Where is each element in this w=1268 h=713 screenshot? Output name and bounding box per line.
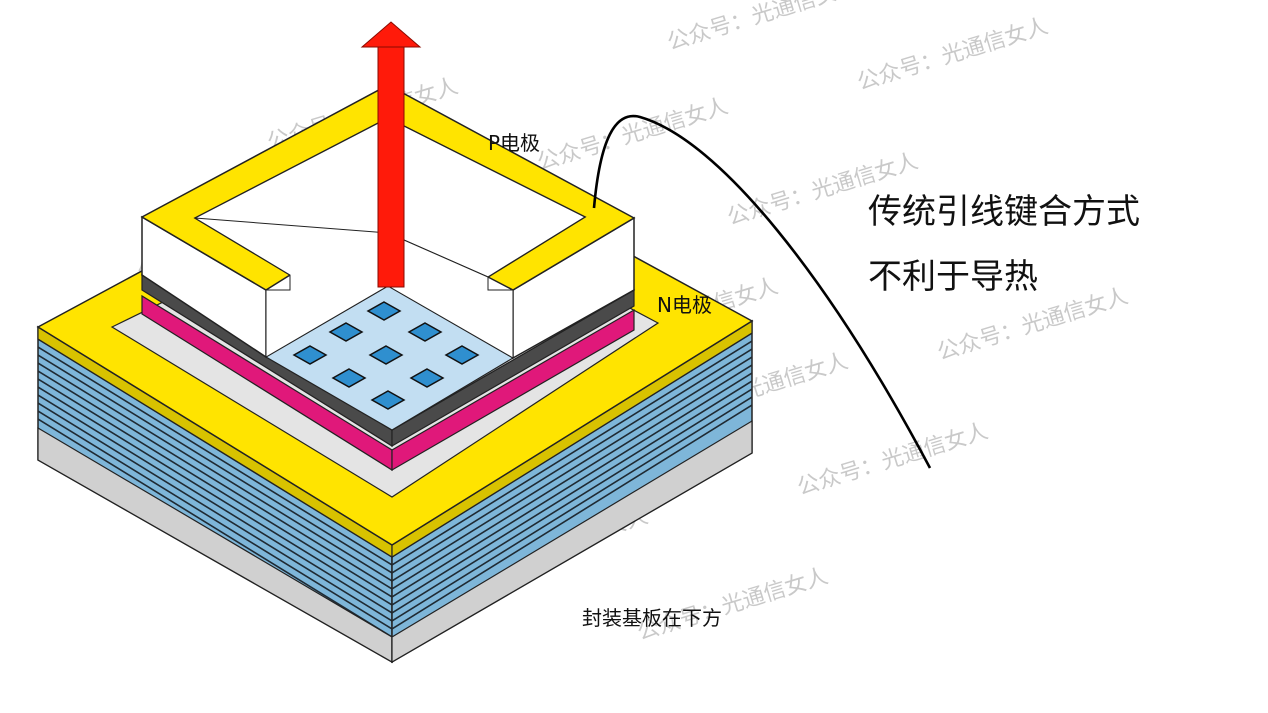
heat-arrow: [360, 21, 422, 288]
arrow-head: [360, 21, 422, 48]
via: [444, 345, 480, 365]
bond-wire: [592, 114, 932, 469]
watermark: 公众号：光通信女人: [664, 0, 861, 56]
substrate-right-base: [391, 419, 753, 664]
n-electrode-label: N电极: [657, 293, 712, 317]
watermark: 公众号：光通信女人: [534, 94, 731, 176]
via: [370, 390, 406, 410]
magenta-layer-right: [391, 308, 635, 472]
via: [368, 345, 404, 365]
p-electrode-label: P电极: [488, 131, 540, 155]
via: [407, 322, 443, 342]
via-array: [292, 301, 480, 410]
via: [366, 301, 402, 321]
via: [292, 345, 328, 365]
via: [409, 368, 445, 388]
caption-line-2: 不利于导热: [868, 257, 1038, 297]
arrow-shaft: [377, 46, 405, 288]
substrate-note: 封装基板在下方: [582, 606, 722, 630]
caption-line-1: 传统引线键合方式: [868, 192, 1140, 232]
watermark: 公众号：光通信女人: [634, 564, 831, 646]
watermark: 公众号：光通信女人: [854, 14, 1051, 96]
watermark: 公众号：光通信女人: [794, 419, 991, 501]
via: [331, 368, 367, 388]
via: [328, 322, 364, 342]
